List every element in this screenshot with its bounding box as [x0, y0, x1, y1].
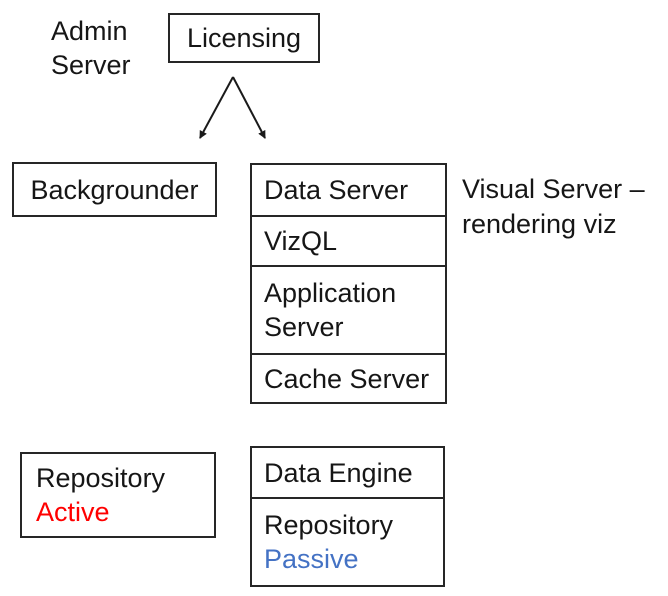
repository-passive-title: Repository: [264, 510, 394, 540]
application-server-label: Application Server: [264, 278, 397, 342]
repository-active-title: Repository: [36, 463, 166, 493]
visual-server-annotation: Visual Server – rendering viz: [462, 172, 645, 242]
vizql-label: VizQL: [264, 226, 338, 256]
visual-server-stack: Data Server VizQL Application Server Cac…: [250, 163, 447, 404]
data-server-label: Data Server: [264, 175, 409, 205]
arrow-down-right: [232, 76, 266, 139]
admin-server-label-line2: Server: [51, 50, 131, 80]
stack-row-data-server: Data Server: [252, 165, 445, 215]
backgrounder-box-label: Backgrounder: [30, 174, 199, 205]
repository-active-status: Active: [36, 497, 110, 527]
data-engine-label: Data Engine: [264, 457, 413, 488]
cache-server-label: Cache Server: [264, 363, 430, 394]
visual-server-annotation-line2: rendering viz: [462, 209, 617, 239]
stack-row-vizql: VizQL: [252, 215, 445, 265]
stack-row-application-server: Application Server: [252, 265, 445, 353]
admin-server-label-line1: Admin: [51, 16, 128, 46]
stack-row-data-engine: Data Engine: [252, 448, 443, 497]
repository-active-box: Repository Active: [20, 452, 216, 538]
arrow-down-left: [199, 76, 234, 139]
stack-row-cache-server: Cache Server: [252, 353, 445, 402]
licensing-box: Licensing: [168, 13, 320, 63]
visual-server-annotation-line1: Visual Server –: [462, 174, 645, 204]
repository-passive-status: Passive: [264, 544, 359, 574]
licensing-box-label: Licensing: [186, 23, 302, 53]
branch-arrows: [199, 76, 266, 139]
admin-server-label: Admin Server: [51, 14, 131, 82]
stack-row-repository-passive: Repository Passive: [252, 497, 443, 585]
backgrounder-box: Backgrounder: [12, 162, 217, 217]
data-engine-stack: Data Engine Repository Passive: [250, 446, 445, 587]
